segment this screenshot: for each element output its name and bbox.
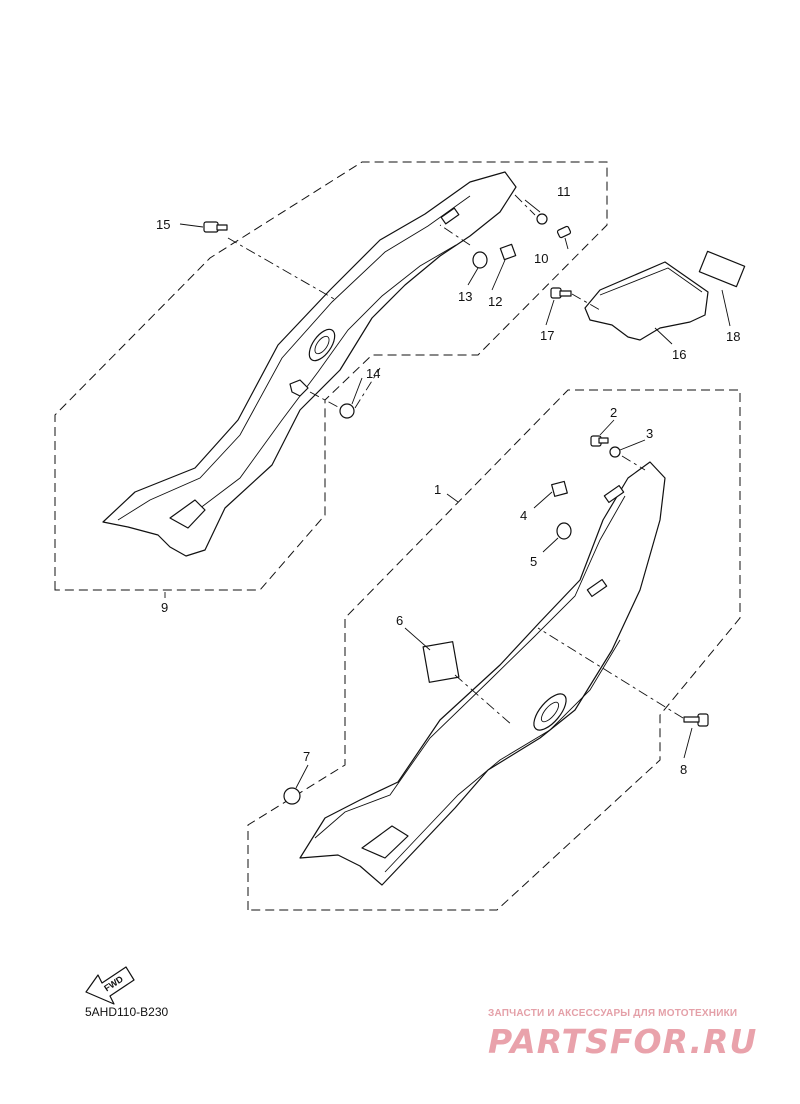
clip-14 <box>289 379 309 397</box>
callout-8: 8 <box>680 762 687 777</box>
group-9-boundary <box>54 161 608 591</box>
nut-12 <box>499 243 517 261</box>
callout-2: 2 <box>610 405 617 420</box>
callout-4: 4 <box>520 508 527 523</box>
right-side-cover <box>299 461 666 886</box>
callout-17: 17 <box>540 328 554 343</box>
rubber-pad <box>698 250 746 288</box>
callout-9: 9 <box>161 600 168 615</box>
washer-11 <box>536 213 548 225</box>
callout-18: 18 <box>726 329 740 344</box>
watermark-tagline: ЗАПЧАСТИ И АКСЕССУАРЫ ДЛЯ МОТОТЕХНИКИ <box>488 1008 738 1019</box>
callout-1: 1 <box>434 482 441 497</box>
left-side-cover <box>102 171 517 557</box>
callout-5: 5 <box>530 554 537 569</box>
grommet-5 <box>556 522 572 540</box>
callout-7: 7 <box>303 749 310 764</box>
washer-3 <box>609 446 621 458</box>
callout-11: 11 <box>557 184 571 199</box>
callout-3: 3 <box>646 426 653 441</box>
grommet-7 <box>283 787 301 805</box>
callout-16: 16 <box>672 347 686 362</box>
grommet-13 <box>472 251 488 269</box>
callout-14: 14 <box>366 366 380 381</box>
callout-13: 13 <box>458 289 472 304</box>
callout-6: 6 <box>396 613 403 628</box>
callout-15: 15 <box>156 217 170 232</box>
group-1-boundary <box>247 389 741 911</box>
caution-label <box>422 641 460 683</box>
screw-10 <box>556 225 572 239</box>
rear-bracket <box>584 261 709 341</box>
nut-14b <box>339 403 355 419</box>
bolt-17 <box>550 287 572 299</box>
callout-12: 12 <box>488 294 502 309</box>
bolt-2 <box>590 435 609 447</box>
watermark-brand: PARTSFOR.RU <box>488 1022 758 1061</box>
bolt-8 <box>683 713 709 727</box>
bolt-15 <box>203 221 228 233</box>
callout-10: 10 <box>534 251 548 266</box>
fwd-arrow-icon: FWD <box>85 966 135 1005</box>
nut-4 <box>551 480 568 497</box>
diagram-code: 5AHD110-B230 <box>85 1005 169 1019</box>
